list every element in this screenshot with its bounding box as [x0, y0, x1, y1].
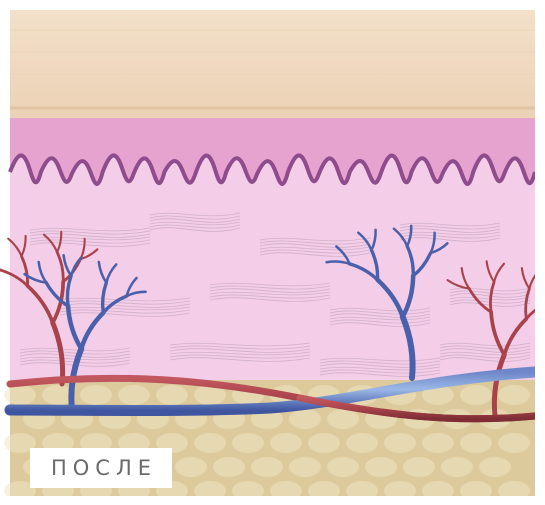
fat-cell [365, 457, 397, 477]
fat-cell [441, 457, 473, 477]
fat-cell [156, 385, 188, 405]
fat-cell [327, 457, 359, 477]
fat-cell [232, 433, 264, 453]
fat-cell [194, 433, 226, 453]
fat-cell [175, 457, 207, 477]
fat-cell [80, 385, 112, 405]
fat-cell [384, 433, 416, 453]
fat-cell [270, 433, 302, 453]
fat-cell [403, 457, 435, 477]
fat-cell [251, 457, 283, 477]
fat-cell [422, 433, 454, 453]
stratum-corneum-layer [10, 10, 535, 118]
fat-cell [460, 433, 492, 453]
fat-cell [289, 409, 321, 429]
fat-cell [327, 409, 359, 429]
fat-cell [346, 433, 378, 453]
right-frame-edge [535, 0, 545, 505]
fat-cell [498, 433, 530, 453]
stage-label-badge: ПОСЛЕ [30, 448, 172, 488]
fat-cell [289, 457, 321, 477]
fat-cell [4, 385, 36, 405]
fat-cell [498, 385, 530, 405]
fat-cell [213, 457, 245, 477]
fat-cell [479, 457, 511, 477]
fat-cell [460, 385, 492, 405]
bottom-frame-edge [0, 496, 545, 505]
fat-cell [118, 385, 150, 405]
fat-cell [308, 433, 340, 453]
